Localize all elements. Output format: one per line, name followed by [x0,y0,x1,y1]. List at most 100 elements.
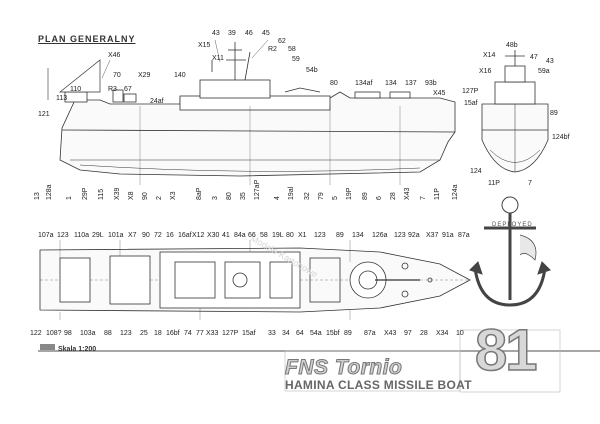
part-label: 90 [142,192,149,200]
part-label: 34 [282,330,290,337]
part-label: 121 [38,111,50,118]
part-label: 92a [408,232,420,239]
part-label: 58 [288,46,296,53]
part-label: X8 [128,191,135,200]
part-label: 137 [405,80,417,87]
part-label: 91a [442,232,454,239]
part-label: 122 [30,330,42,337]
part-label: 113 [56,95,68,102]
part-label: 80 [330,80,338,87]
part-label: 89 [362,192,369,200]
ship-name: FNS Tornio [284,356,403,380]
part-label: 29L [92,232,104,239]
part-label: 67 [124,86,132,93]
part-label: 59 [292,56,300,63]
part-label: 101a [108,232,124,239]
part-label: X29 [138,72,151,79]
part-label: 89 [550,110,558,117]
part-label: 41 [222,232,230,239]
part-label: X30 [207,232,220,239]
anchor-emblem: DEPLOYED [469,196,551,307]
part-label: 108? [46,330,62,337]
part-label: 4 [274,196,281,200]
part-label: X37 [426,232,439,239]
title-block-frame [38,329,600,393]
part-label: 7 [528,180,532,187]
part-label: 123 [120,330,132,337]
part-label: 87a [458,232,470,239]
part-label: 11P [488,180,500,187]
part-label: 124a [452,184,459,200]
hull-number: 81 [474,318,538,383]
part-label: X34 [436,330,449,337]
part-label: 110 [70,86,82,93]
part-label: 107a [38,232,54,239]
part-label: 28 [390,192,397,200]
part-label: 115 [98,188,105,200]
part-label: 18 [154,330,162,337]
part-label: 126a [372,232,388,239]
plan-view-hull [39,240,471,320]
part-label: 43 [212,30,220,37]
part-label: 58 [260,232,268,239]
part-label: 110a [74,232,90,239]
part-label: 70 [113,72,121,79]
part-label: 87a [364,330,376,337]
part-label: 1 [66,196,73,200]
part-label: X15 [198,42,211,49]
part-label: 127aP [254,179,261,200]
part-label: 35 [240,192,247,200]
part-label: 16 [166,232,174,239]
part-label: X46 [108,52,121,59]
part-label: 123 [314,232,326,239]
part-label: 28 [420,330,428,337]
part-label: 84a [234,232,246,239]
part-label: 15af [242,330,256,337]
side-view-hull [47,39,456,185]
part-label: X3 [170,191,177,200]
part-label: X43 [384,330,397,337]
part-label: 29P [82,187,89,200]
part-label: 103a [80,330,96,337]
part-label: 43 [546,58,554,65]
part-label: 88 [104,330,112,337]
part-label: X1 [298,232,307,239]
part-label: 89 [336,232,344,239]
part-label: 10 [456,330,464,337]
part-label: X12 [192,232,205,239]
part-label: X7 [128,232,137,239]
svg-text:DEPLOYED: DEPLOYED [492,222,533,228]
part-label: 47 [530,54,538,61]
part-label: 128a [46,184,53,200]
part-label: 46 [245,30,253,37]
part-label: 127P [222,330,239,337]
part-label: 134 [352,232,364,239]
part-label: 74 [184,330,192,337]
part-label: R3 [108,86,117,93]
part-label: 16af [178,232,192,239]
scale-label: Skala 1:200 [58,346,97,353]
part-label: 19al [288,186,295,200]
part-label: X33 [206,330,219,337]
part-label: 13 [34,192,41,200]
part-label: 5 [332,196,339,200]
part-label: X43 [404,187,411,200]
part-label: 134 [385,80,397,87]
ship-class-line: HAMINA CLASS MISSILE BOAT [285,378,472,392]
part-label: 66 [248,232,256,239]
part-label: 6 [376,196,383,200]
part-label: 32 [304,192,311,200]
part-label: 19L [272,232,284,239]
part-label: 124bf [552,134,570,141]
part-label: 19P [346,187,353,200]
part-label: 80 [286,232,294,239]
part-label: 59a [538,68,550,75]
part-label: 72 [154,232,162,239]
front-view-hull [481,50,549,173]
part-label: R2 [268,46,277,53]
part-label: 45 [262,30,270,37]
part-label: X45 [433,90,446,97]
part-label: 48b [506,42,518,49]
part-label: 11P [434,188,441,200]
